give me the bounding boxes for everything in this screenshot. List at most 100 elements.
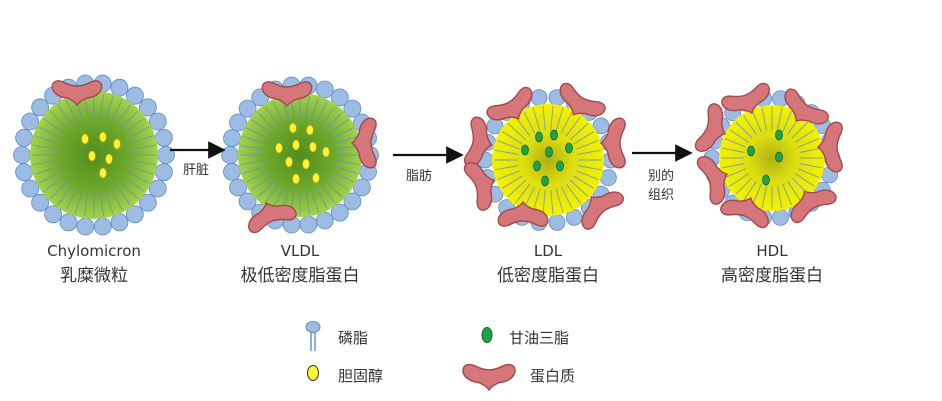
phospholipid-tail: [761, 107, 767, 131]
phospholipid-head: [343, 192, 362, 211]
phospholipid-tail: [501, 175, 523, 189]
cholesterol-icon: [307, 365, 319, 381]
phospholipid-tail: [795, 173, 815, 187]
arrow-label: 脂肪: [406, 168, 432, 184]
phospholipid-tail: [532, 188, 541, 213]
arrow-label: 肝脏: [183, 163, 209, 178]
phospholipid-head: [13, 146, 31, 164]
particle-chylomicron: Chylomicron 乳糜微粒: [13, 74, 175, 286]
phospholipid-tails: [721, 107, 823, 209]
phospholipid-head: [315, 211, 334, 230]
protein-icon: [696, 156, 729, 205]
legend-label: 磷脂: [338, 329, 368, 347]
phospholipid-tail: [272, 101, 285, 124]
legend-label: 胆固醇: [338, 367, 383, 385]
particle-label-en: LDL: [534, 242, 563, 260]
phospholipid-tail: [83, 192, 89, 217]
triglyceride-icon: [762, 174, 770, 186]
phospholipid-tail: [242, 165, 266, 174]
phospholipid-tail: [542, 189, 546, 214]
phospholipid-tail: [328, 175, 349, 191]
phospholipid-tail: [494, 149, 519, 155]
protein-icon: [784, 88, 829, 125]
phospholipid-tail: [799, 163, 823, 169]
protein-icon: [51, 80, 103, 107]
phospholipid-head: [148, 179, 167, 198]
particle-label-cn: 极低密度脂蛋白: [241, 266, 360, 286]
cholesterol-icon: [306, 124, 314, 136]
phospholipid-tail: [49, 181, 68, 200]
phospholipid-tail: [799, 147, 823, 153]
phospholipid-tail: [257, 112, 275, 130]
arrow-label: 别的: [648, 168, 674, 184]
triglyceride-icon: [533, 160, 541, 172]
phospholipid-tail: [272, 186, 285, 209]
phospholipid-tail: [515, 183, 531, 204]
phospholipid-head: [238, 99, 257, 118]
cholesterol-icon: [302, 158, 310, 170]
protein-icon: [581, 191, 624, 230]
phospholipid-head: [154, 163, 173, 182]
phospholipid-tail: [310, 97, 319, 121]
legend-item-cholesterol: 胆固醇: [307, 365, 383, 385]
phospholipid-tail: [127, 171, 150, 184]
phospholipid-tail: [57, 104, 73, 125]
legend: 磷脂 甘油三脂 胆固醇 蛋白质: [305, 321, 575, 392]
phospholipid-tail: [795, 129, 815, 143]
phospholipid-head: [353, 178, 371, 197]
phospholipid-tail: [242, 136, 266, 145]
triglyceride-icon: [521, 144, 529, 156]
phospholipid-tail: [797, 168, 820, 178]
protein-icon: [720, 196, 769, 229]
phospholipid-head: [223, 129, 241, 148]
phospholipid-icon: [305, 321, 321, 351]
legend-item-triglyceride: 甘油三脂: [481, 327, 569, 347]
phospholipid-tail: [777, 185, 783, 209]
phospholipid-tail: [331, 170, 354, 183]
phospholipid-tail: [65, 99, 78, 122]
phospholipid-tail: [497, 170, 521, 180]
phospholipid-tail: [565, 116, 581, 137]
protein-icon: [462, 363, 516, 392]
phospholipid-tail: [724, 138, 747, 148]
phospholipid-tail: [115, 185, 131, 206]
phospholipid-tail: [305, 190, 310, 215]
phospholipid-tail: [729, 173, 749, 187]
triglyceride-icon: [775, 151, 783, 163]
phospholipid-head: [315, 80, 334, 99]
phospholipid-tails: [240, 95, 360, 215]
phospholipid-tail: [74, 190, 83, 215]
phospholipid-tail: [515, 116, 531, 137]
triglyceride-cluster: [521, 129, 573, 187]
phospholipid-tail: [555, 107, 564, 132]
arrow-chylomicron-to-vldl: 肝脏: [170, 141, 226, 178]
phospholipid-head: [600, 169, 617, 187]
phospholipid-tail: [573, 131, 595, 145]
phospholipid-tail: [761, 185, 767, 209]
protein-icon: [248, 201, 297, 234]
phospholipid-tail: [264, 106, 280, 127]
phospholipid-head: [31, 193, 49, 212]
phospholipid-head: [21, 179, 40, 198]
protein-icon: [497, 200, 549, 227]
cholesterol-icon: [289, 122, 297, 134]
phospholipid-tail: [32, 144, 57, 150]
phospholipid-tail: [782, 110, 792, 133]
legend-item-phospholipid: 磷脂: [305, 321, 368, 351]
triglyceride-cluster: [747, 129, 783, 186]
phospholipid-head: [76, 217, 95, 236]
cholesterol-icon: [292, 173, 300, 185]
cholesterol-icon: [275, 142, 283, 154]
phospholipid-tail: [523, 111, 536, 134]
cholesterol-icon: [309, 141, 317, 153]
phospholipid-tail: [743, 115, 757, 135]
phospholipid-tail: [577, 149, 602, 155]
phospholipid-tail: [565, 183, 581, 204]
phospholipid-head: [125, 86, 144, 105]
phospholipid-tail: [38, 126, 61, 139]
phospholipid-tail: [131, 160, 156, 166]
phospholipid-tail: [120, 110, 139, 129]
phospholipid-tail: [43, 118, 64, 134]
phospholipid-tail: [550, 189, 554, 214]
